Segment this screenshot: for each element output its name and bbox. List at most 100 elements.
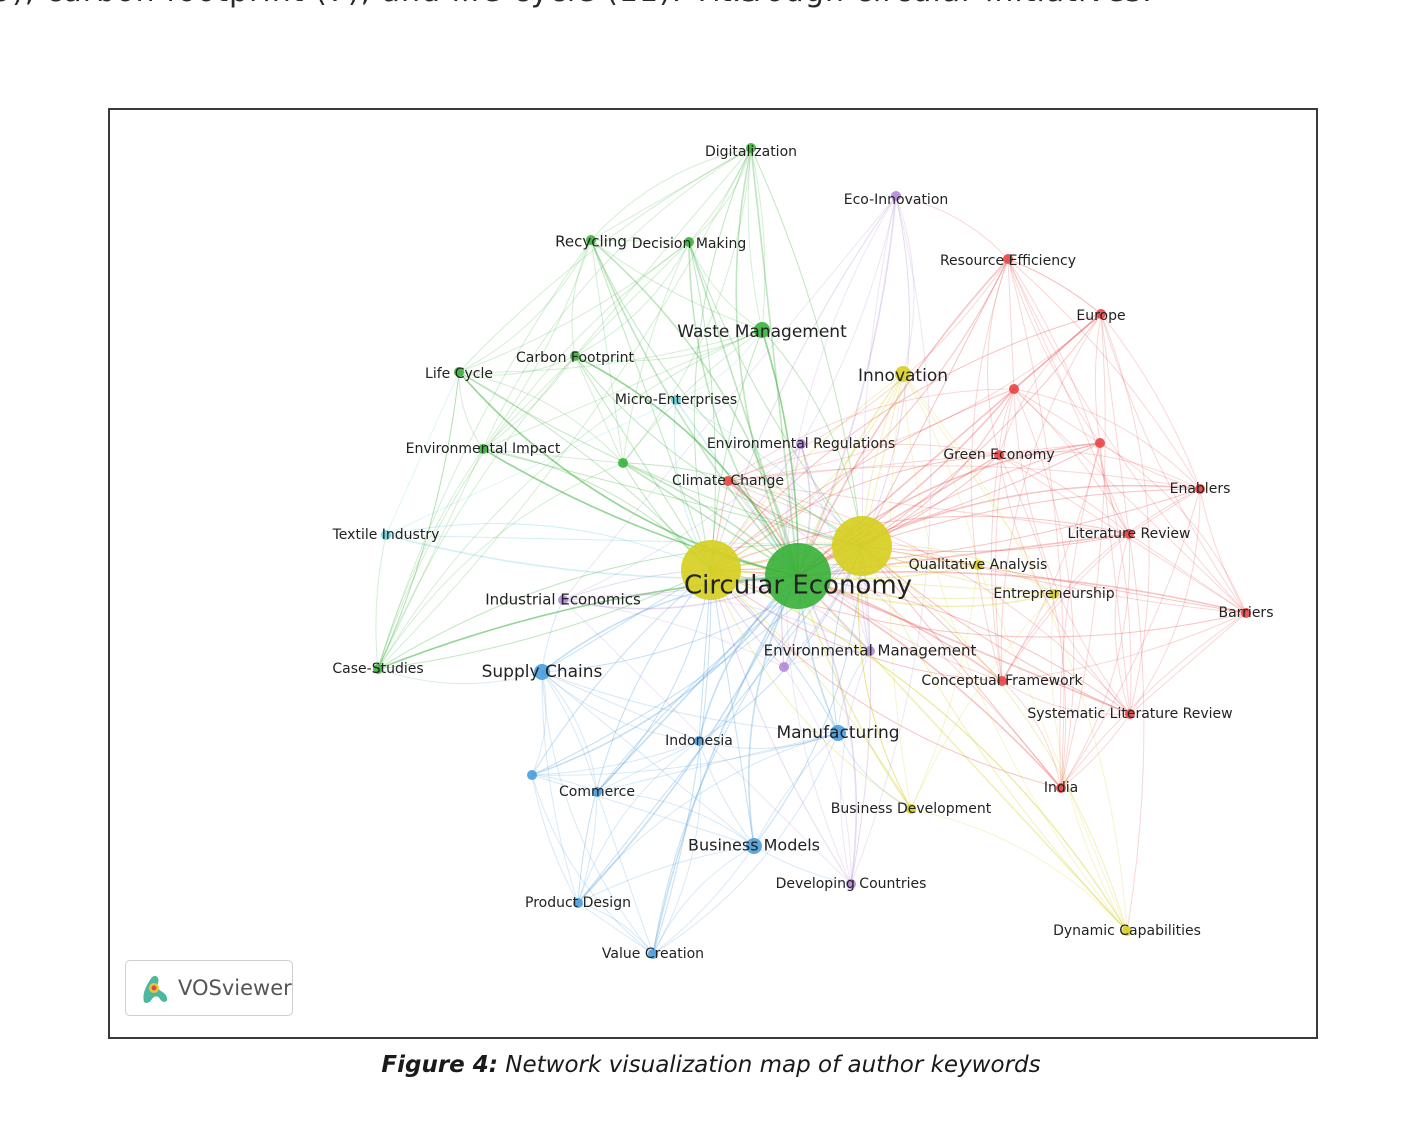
- network-edge: [482, 239, 592, 450]
- network-edge: [675, 329, 763, 401]
- node-label-cf: Carbon Footprint: [516, 350, 634, 366]
- figure-caption-text: Network visualization map of author keyw…: [497, 1052, 1041, 1078]
- network-edge: [995, 388, 1015, 682]
- network-edge: [1060, 713, 1131, 789]
- network-edge: [458, 355, 576, 376]
- network-edge: [574, 241, 690, 357]
- network-edge: [541, 671, 755, 847]
- network-edge: [861, 545, 1247, 614]
- network-edge: [727, 258, 1009, 482]
- network-edge: [861, 313, 1102, 547]
- network-edge: [797, 258, 1009, 577]
- network-edge: [574, 355, 863, 547]
- network-edge: [1013, 388, 1201, 490]
- network-edge: [375, 534, 387, 670]
- network-edge: [1007, 258, 1130, 535]
- network-edge: [1013, 388, 1075, 789]
- body-text-right: through circular initiatives.: [720, 0, 1153, 9]
- network-edge: [377, 569, 712, 670]
- network-edge: [1001, 680, 1062, 789]
- network-edge: [1126, 533, 1145, 932]
- network-edge: [482, 448, 799, 577]
- network-edge: [688, 241, 763, 331]
- node-label-cfw: Conceptual Framework: [921, 673, 1083, 689]
- network-edge: [797, 388, 1015, 577]
- network-edge: [727, 480, 1062, 789]
- network-edge: [562, 443, 802, 601]
- network-edge: [970, 258, 1009, 682]
- network-edge: [590, 239, 863, 547]
- network-edge: [998, 454, 1130, 535]
- network-edge: [850, 195, 932, 885]
- network-edge: [727, 443, 1000, 482]
- node-ent: [1049, 589, 1059, 599]
- network-edge: [622, 462, 863, 547]
- network-edge: [1007, 258, 1201, 490]
- node-man: [830, 725, 846, 741]
- network-edge: [1013, 388, 1130, 535]
- network-edge: [541, 671, 598, 793]
- network-edge: [458, 329, 763, 373]
- network-edge: [837, 732, 912, 810]
- network-edge: [652, 845, 755, 955]
- network-edge: [377, 668, 543, 685]
- network-edge: [377, 239, 592, 670]
- network-edge: [888, 373, 912, 810]
- node-label-inn: Innovation: [858, 366, 948, 386]
- node-eco: [891, 191, 901, 201]
- network-edge: [541, 671, 700, 742]
- node-y1: [681, 540, 741, 600]
- node-me: [671, 395, 681, 405]
- network-edge: [698, 740, 755, 847]
- network-edge: [785, 443, 852, 885]
- node-label-ti: Textile Industry: [332, 527, 440, 543]
- network-edge: [1007, 258, 1132, 715]
- node-label-ie: Industrial Economics: [485, 591, 641, 609]
- network-edge: [377, 448, 484, 670]
- node-eu: [1096, 309, 1106, 319]
- network-edge: [797, 195, 897, 577]
- network-edge: [571, 239, 592, 357]
- network-edge: [727, 480, 1131, 715]
- network-edge: [910, 808, 1128, 932]
- network-edge: [998, 454, 1131, 715]
- network-edge: [727, 465, 1201, 490]
- network-edge: [541, 575, 799, 673]
- network-edge: [1001, 488, 1201, 682]
- network-edge: [458, 371, 484, 450]
- figure-caption: Figure 4: Network visualization map of a…: [0, 1052, 1422, 1078]
- network-edge: [385, 523, 712, 571]
- network-edge: [998, 313, 1102, 456]
- network-edge: [1013, 388, 1131, 715]
- network-edge: [590, 147, 752, 241]
- node-label-wm: Waste Management: [677, 322, 847, 342]
- network-edge: [710, 569, 912, 810]
- node-label-me: Micro-Enterprises: [615, 392, 737, 408]
- network-edge: [902, 373, 1128, 932]
- node-vc: [648, 949, 658, 959]
- network-edge: [861, 545, 1131, 715]
- node-cc: [723, 476, 733, 486]
- network-edge: [747, 147, 763, 331]
- network-edge: [482, 329, 763, 450]
- network-edge: [590, 239, 712, 571]
- network-edge: [727, 388, 1015, 482]
- network-edge: [574, 147, 752, 357]
- network-edge: [750, 147, 766, 331]
- network-edge: [710, 569, 1055, 595]
- node-label-em: Environmental Management: [764, 642, 977, 660]
- network-edge: [688, 241, 716, 571]
- network-edge: [531, 774, 598, 793]
- network-edge: [377, 575, 799, 670]
- network-edge: [541, 671, 598, 793]
- network-edge: [562, 599, 785, 668]
- network-edge: [531, 774, 755, 847]
- network-edge: [541, 671, 839, 734]
- network-edge: [577, 575, 799, 904]
- network-edge: [797, 575, 858, 885]
- node-label-ge: Green Economy: [943, 447, 1054, 463]
- network-edge: [998, 454, 1247, 614]
- network-edge: [1199, 488, 1247, 614]
- network-edge: [1099, 442, 1131, 715]
- network-edge: [590, 239, 799, 577]
